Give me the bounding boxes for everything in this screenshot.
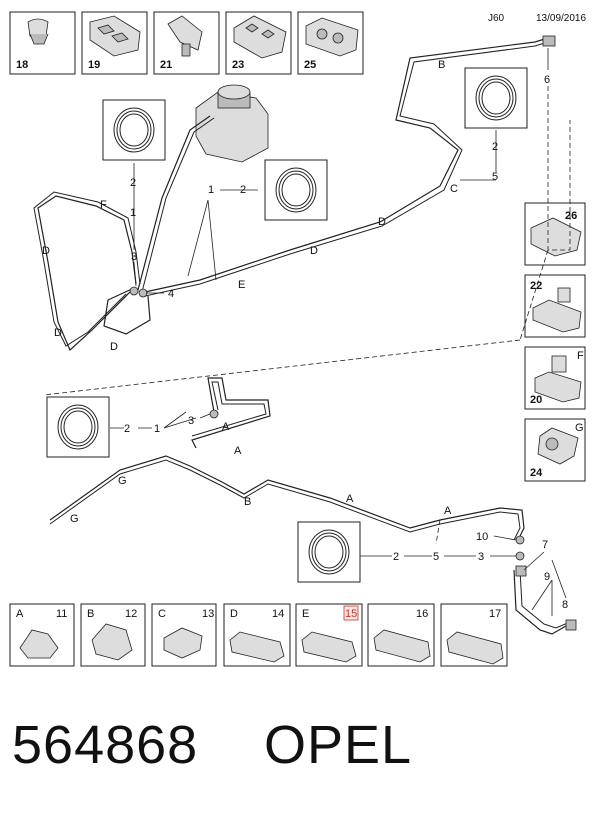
pipe-letter-a-2: A [234,445,242,457]
thumb-21[interactable]: 21 [153,11,220,75]
callout-2-c: 2 [240,184,246,196]
callout-2-ur: 2 [492,141,498,153]
callout-9: 9 [544,571,550,583]
thumb-17-num: 17 [489,608,501,620]
pipe-letter-d-5: D [110,341,118,353]
callout-1-c: 1 [208,184,214,196]
pipe-letter-d-3: D [42,245,50,257]
callout-2-ll: 2 [124,423,130,435]
thumb-17[interactable]: 17 [440,603,508,667]
pipe-letter-a-3: A [346,493,354,505]
pipe-letter-a-4: A [444,505,452,517]
coil-box-upper-right [464,67,528,129]
callout-2-ul: 2 [130,177,136,189]
pipe-letter-b-top: B [438,59,445,71]
pipe-letter-c: C [450,183,458,195]
thumb-26-num: 26 [565,210,577,222]
diagram-code: J60 [488,13,505,24]
callout-2-lr: 2 [393,551,399,563]
pipe-letter-g-1: G [118,475,127,487]
callout-10: 10 [476,531,488,543]
diagram-date: 13/09/2016 [536,13,586,24]
thumb-22[interactable]: 22 [524,274,586,338]
thumb-15-num: 15 [345,608,357,620]
thumb-25[interactable]: 25 [297,11,364,75]
thumb-26[interactable]: 26 [524,202,586,266]
coil-box-lower-left [46,396,110,458]
pipe-letter-f: F [100,199,107,211]
pipe-letter-e: E [238,279,245,291]
thumb-c-letter: C [158,608,166,620]
thumb-e-15[interactable]: E 15 [295,603,363,667]
brake-pipe-diagram: J60 13/09/2016 18 19 21 23 25 26 [9,11,586,667]
part-number: 564868 [12,715,199,775]
thumb-20-letter: F [577,350,584,362]
coil-box-lower-right [297,521,361,583]
thumb-25-num: 25 [304,59,316,71]
thumb-23[interactable]: 23 [225,11,292,75]
thumb-c-13[interactable]: C 13 [151,603,217,667]
pipe-letter-d-2: D [310,245,318,257]
callout-1-ll: 1 [154,423,160,435]
pipe-letter-a-1: A [222,421,230,433]
thumb-18[interactable]: 18 [9,11,76,75]
thumb-19-num: 19 [88,59,100,71]
thumb-20[interactable]: F 20 [524,346,586,410]
thumb-16-num: 16 [416,608,428,620]
thumb-20-num: 20 [530,394,542,406]
callout-3-ll: 3 [188,415,194,427]
thumb-12-num: 12 [125,608,137,620]
thumb-e-letter: E [302,608,309,620]
callout-8: 8 [562,599,568,611]
callout-3-ul: 3 [131,251,137,263]
callout-5-lr: 5 [433,551,439,563]
thumb-b-12[interactable]: B 12 [80,603,146,667]
thumb-a-letter: A [16,608,24,620]
pipe-letter-b-low: B [244,496,251,508]
footer: 564868 OPEL [12,715,592,795]
thumb-24-letter: G [575,422,584,434]
brand-name: OPEL [264,715,413,775]
thumb-21-num: 21 [160,59,172,71]
callout-6: 6 [544,74,550,86]
callout-3-lr: 3 [478,551,484,563]
thumb-14-num: 14 [272,608,284,620]
callout-5-ur: 5 [492,171,498,183]
coil-box-center [264,159,328,221]
callout-4: 4 [168,288,174,300]
pipe-letter-d-4: D [54,327,62,339]
thumb-11-num: 11 [56,608,67,620]
thumb-18-num: 18 [16,59,28,71]
callout-7: 7 [542,539,548,551]
thumb-24[interactable]: G 24 [524,418,586,482]
pipe-letter-d-1: D [378,216,386,228]
thumb-24-num: 24 [530,467,543,479]
thumb-d-letter: D [230,608,238,620]
abs-unit [195,84,269,163]
pipe-letter-g-2: G [70,513,79,525]
thumb-b-letter: B [87,608,94,620]
callout-1-ul: 1 [130,207,136,219]
thumb-22-num: 22 [530,280,542,292]
thumb-23-num: 23 [232,59,244,71]
thumb-16[interactable]: 16 [367,603,435,667]
coil-box-upper-left [102,99,166,161]
thumb-19[interactable]: 19 [81,11,148,75]
thumb-13-num: 13 [202,608,214,620]
thumb-a-11[interactable]: A 11 [9,603,75,667]
upper-brake-pipes [33,35,556,352]
lower-brake-pipes [49,377,577,635]
thumb-d-14[interactable]: D 14 [223,603,291,667]
